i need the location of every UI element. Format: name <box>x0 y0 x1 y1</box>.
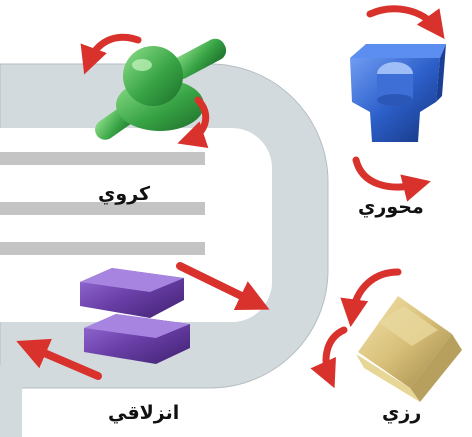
hinge-joint-label: رزي <box>382 402 422 424</box>
gliding-joint-label: انزلاقي <box>108 402 180 424</box>
slide-arrow-icon <box>16 262 270 380</box>
rotation-arrow-icon <box>310 268 402 389</box>
bone-stripes <box>0 152 205 255</box>
gliding-joint-icon <box>80 268 190 364</box>
bone-fragment <box>0 365 22 437</box>
hinge-joint-icon <box>356 296 462 402</box>
rotation-arrow-icon <box>352 5 445 202</box>
pivot-joint-icon <box>350 44 446 142</box>
ball-joint-icon <box>95 38 227 140</box>
pivot-joint-label: محوري <box>358 196 424 218</box>
ball-joint-label: كروي <box>98 183 151 205</box>
rotation-arrow-icon <box>80 33 210 148</box>
